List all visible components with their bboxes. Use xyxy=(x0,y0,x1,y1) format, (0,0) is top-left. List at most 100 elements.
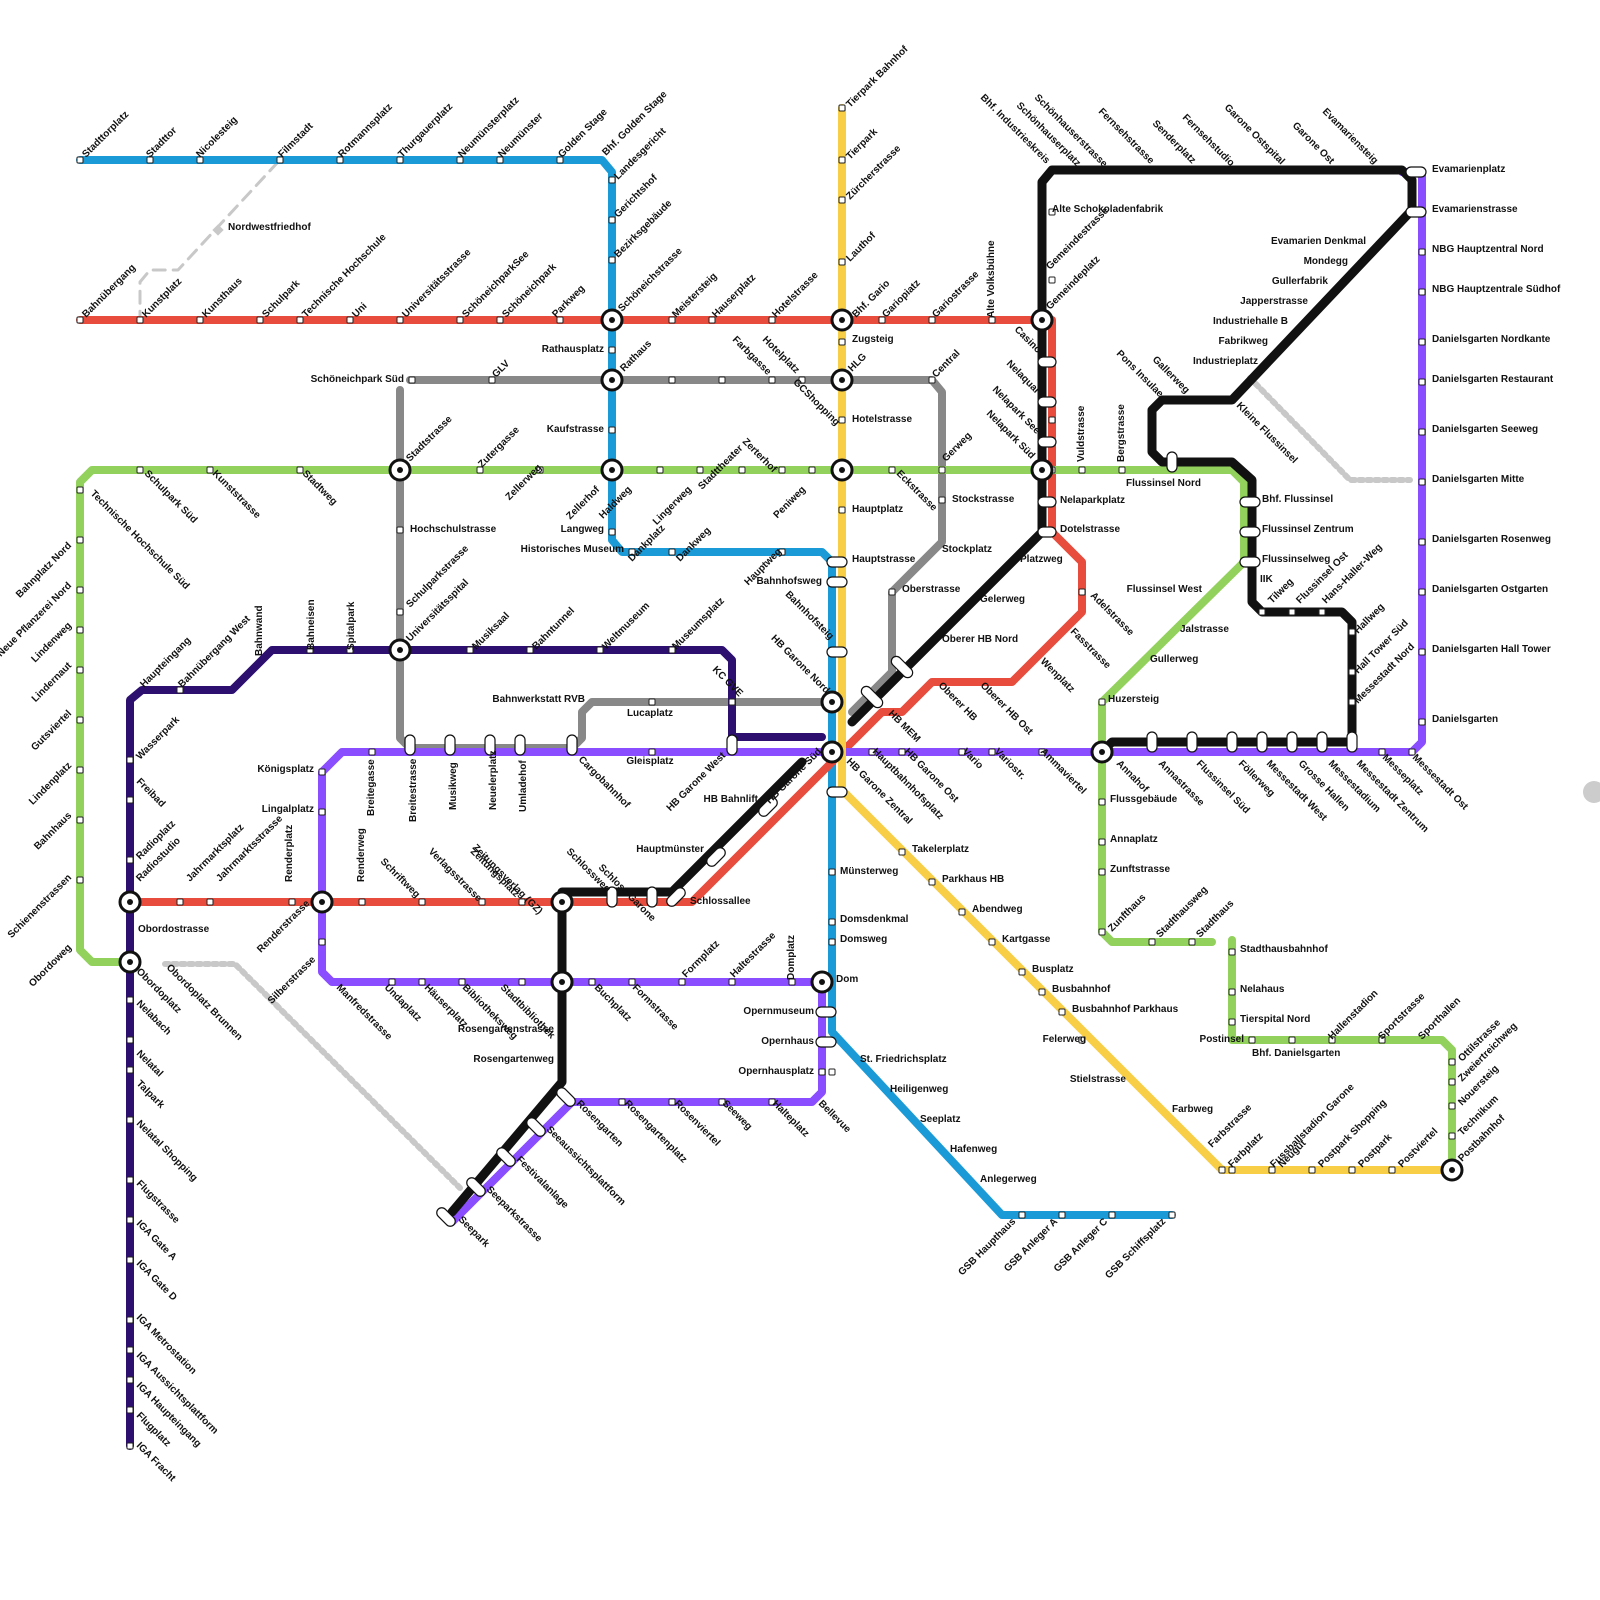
station-tick[interactable] xyxy=(618,1098,626,1106)
transfer-pill[interactable] xyxy=(1037,526,1057,538)
transfer-pill[interactable] xyxy=(495,1146,518,1169)
station-tick[interactable] xyxy=(798,376,806,384)
station-tick[interactable] xyxy=(628,978,636,986)
station-tick[interactable] xyxy=(928,376,936,384)
station-tick[interactable] xyxy=(126,1376,134,1384)
station-tick[interactable] xyxy=(76,766,84,774)
transfer-pill[interactable] xyxy=(815,1036,837,1048)
transfer-pill[interactable] xyxy=(1239,526,1261,538)
transfer-pill[interactable] xyxy=(465,1176,488,1199)
station-tick[interactable] xyxy=(1018,968,1026,976)
station-tick[interactable] xyxy=(146,156,154,164)
transfer-pill[interactable] xyxy=(826,786,848,798)
station-tick[interactable] xyxy=(126,1116,134,1124)
transfer-pill[interactable] xyxy=(1346,731,1358,753)
station-tick[interactable] xyxy=(456,156,464,164)
transfer-pill[interactable] xyxy=(1037,356,1057,368)
transfer-pill[interactable] xyxy=(1239,556,1261,568)
transfer-pill[interactable] xyxy=(525,1116,548,1139)
station-tick[interactable] xyxy=(1228,948,1236,956)
station-tick[interactable] xyxy=(76,586,84,594)
station-tick[interactable] xyxy=(768,376,776,384)
station-tick[interactable] xyxy=(1308,1166,1316,1174)
station-tick[interactable] xyxy=(828,938,836,946)
station-tick[interactable] xyxy=(928,316,936,324)
station-tick[interactable] xyxy=(958,748,966,756)
station-tick[interactable] xyxy=(838,196,846,204)
station-tick[interactable] xyxy=(828,868,836,876)
transfer-pill[interactable] xyxy=(646,886,658,908)
station-tick[interactable] xyxy=(718,376,726,384)
station-tick[interactable] xyxy=(126,1406,134,1414)
station-tick[interactable] xyxy=(466,646,474,654)
station-tick[interactable] xyxy=(458,978,466,986)
transfer-pill[interactable] xyxy=(444,734,456,756)
station-tick[interactable] xyxy=(418,898,426,906)
station-tick[interactable] xyxy=(1318,608,1326,616)
station-tick[interactable] xyxy=(76,816,84,824)
station-tick[interactable] xyxy=(778,548,786,556)
station-tick[interactable] xyxy=(1098,698,1106,706)
transfer-pill[interactable] xyxy=(606,886,618,908)
station-tick[interactable] xyxy=(828,918,836,926)
station-tick[interactable] xyxy=(1108,1211,1116,1219)
station-tick[interactable] xyxy=(818,1068,826,1076)
station-tick[interactable] xyxy=(478,898,486,906)
station-tick[interactable] xyxy=(488,376,496,384)
station-tick[interactable] xyxy=(1418,338,1426,346)
station-tick[interactable] xyxy=(1078,466,1086,474)
station-tick[interactable] xyxy=(768,1098,776,1106)
transfer-pill[interactable] xyxy=(555,1086,578,1109)
station-tick[interactable] xyxy=(296,316,304,324)
station-tick[interactable] xyxy=(176,898,184,906)
station-tick[interactable] xyxy=(1258,608,1266,616)
station-tick[interactable] xyxy=(306,646,314,654)
station-tick[interactable] xyxy=(728,698,736,706)
station-tick[interactable] xyxy=(518,898,526,906)
station-tick[interactable] xyxy=(608,528,616,536)
station-tick[interactable] xyxy=(1418,288,1426,296)
station-tick[interactable] xyxy=(496,316,504,324)
station-tick[interactable] xyxy=(1098,798,1106,806)
station-tick[interactable] xyxy=(456,316,464,324)
station-tick[interactable] xyxy=(196,316,204,324)
transfer-pill[interactable] xyxy=(826,646,848,658)
station-tick[interactable] xyxy=(808,466,816,474)
transfer-pill[interactable] xyxy=(1037,496,1057,508)
station-tick[interactable] xyxy=(1098,868,1106,876)
station-tick[interactable] xyxy=(648,748,656,756)
station-tick[interactable] xyxy=(1038,748,1046,756)
station-tick[interactable] xyxy=(1448,1102,1456,1110)
station-tick[interactable] xyxy=(778,466,786,474)
station-tick[interactable] xyxy=(136,316,144,324)
station-tick[interactable] xyxy=(288,898,296,906)
station-tick[interactable] xyxy=(938,496,946,504)
station-tick[interactable] xyxy=(988,748,996,756)
station-tick[interactable] xyxy=(1448,1132,1456,1140)
station-tick[interactable] xyxy=(668,548,676,556)
transfer-pill[interactable] xyxy=(1256,731,1268,753)
station-tick[interactable] xyxy=(1288,1036,1296,1044)
station-tick[interactable] xyxy=(656,466,664,474)
station-tick[interactable] xyxy=(1228,1166,1236,1174)
station-tick[interactable] xyxy=(838,156,846,164)
station-tick[interactable] xyxy=(126,1036,134,1044)
station-tick[interactable] xyxy=(788,978,796,986)
transfer-pill[interactable] xyxy=(1166,451,1178,473)
station-tick[interactable] xyxy=(888,466,896,474)
station-tick[interactable] xyxy=(898,848,906,856)
station-tick[interactable] xyxy=(388,978,396,986)
transfer-pill[interactable] xyxy=(1405,206,1427,218)
station-tick[interactable] xyxy=(1228,988,1236,996)
transfer-pill[interactable] xyxy=(435,1206,458,1229)
station-tick[interactable] xyxy=(608,176,616,184)
station-tick[interactable] xyxy=(396,608,404,616)
station-tick[interactable] xyxy=(838,338,846,346)
station-tick[interactable] xyxy=(526,646,534,654)
station-tick[interactable] xyxy=(1118,466,1126,474)
station-tick[interactable] xyxy=(1328,1036,1336,1044)
station-tick[interactable] xyxy=(318,808,326,816)
station-tick[interactable] xyxy=(1098,928,1106,936)
station-tick[interactable] xyxy=(1418,718,1426,726)
station-tick[interactable] xyxy=(368,748,376,756)
